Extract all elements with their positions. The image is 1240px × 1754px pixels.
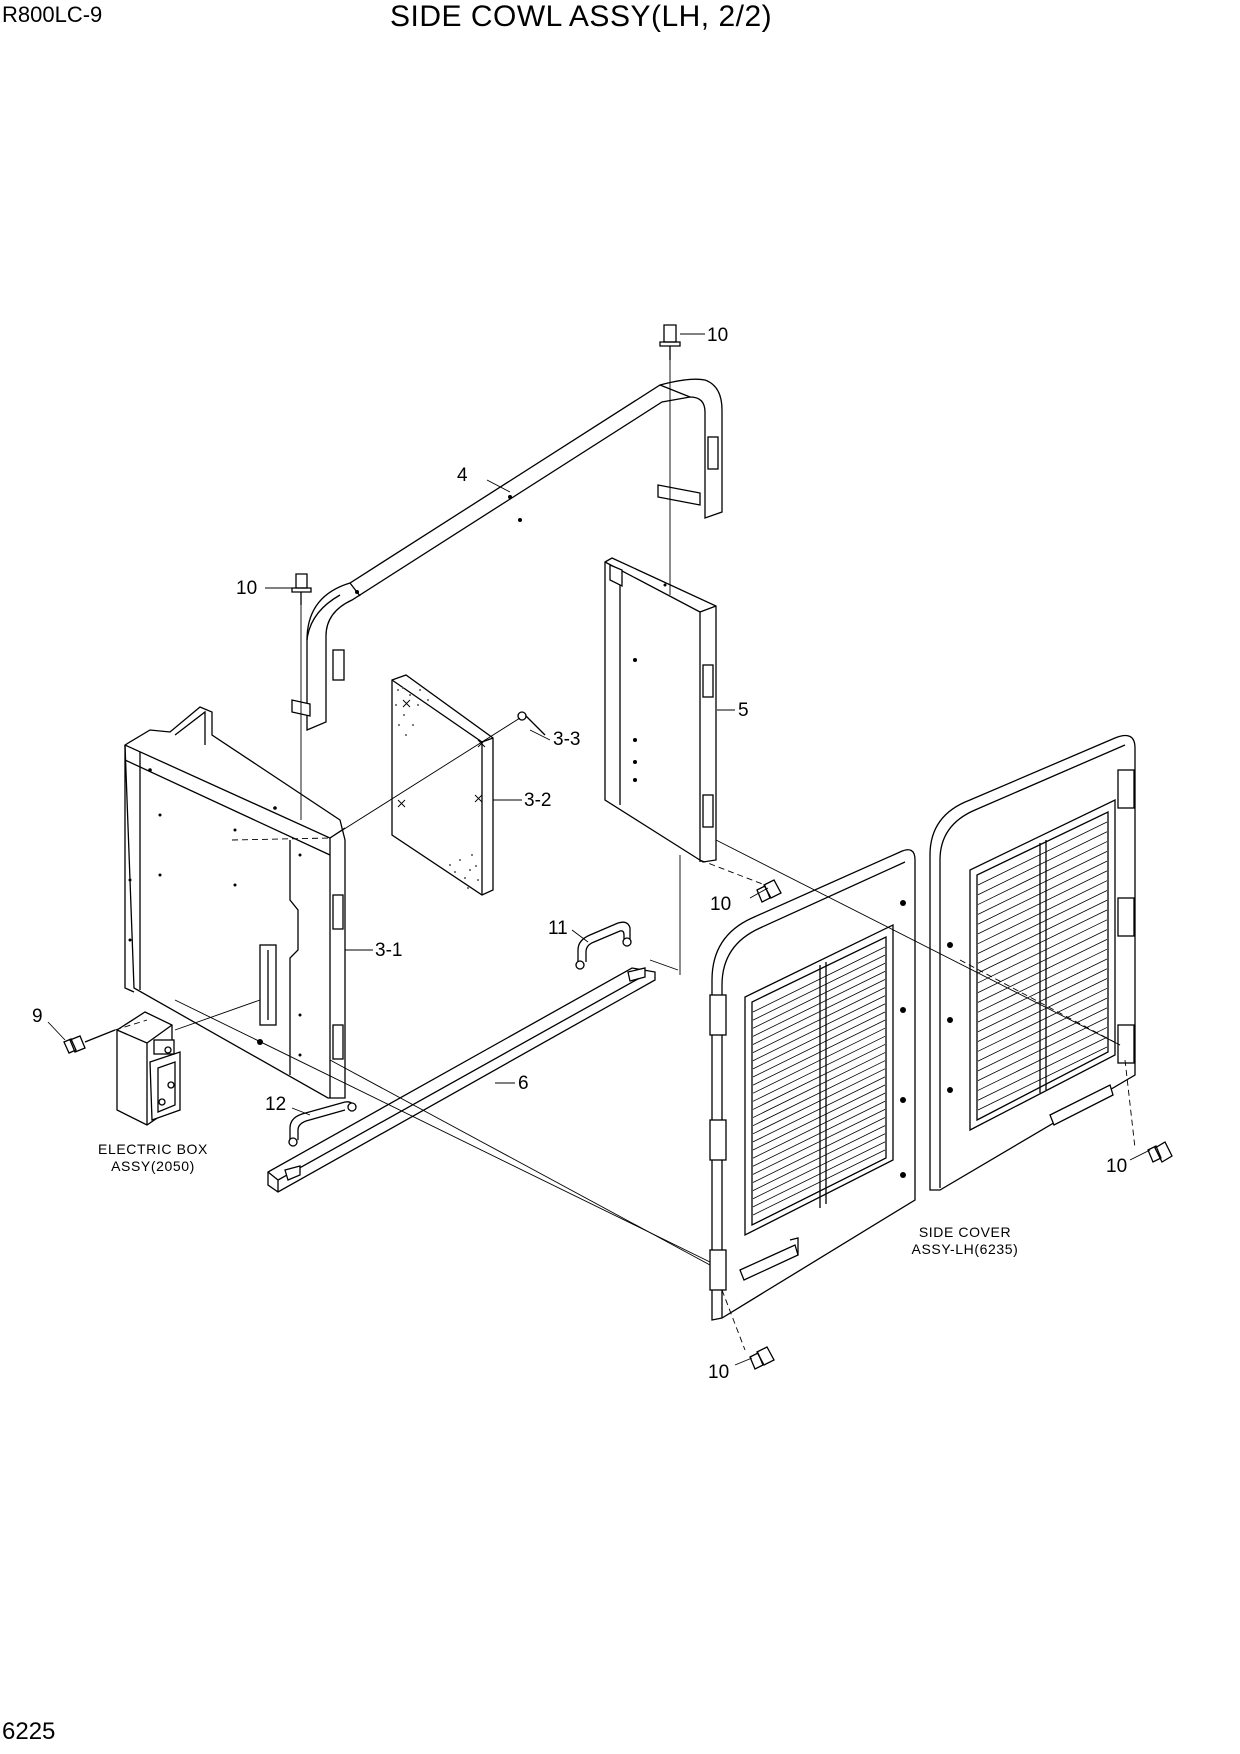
part-6-support-bar xyxy=(267,967,656,1193)
louver-slat xyxy=(752,971,886,1037)
electric-box xyxy=(114,1011,181,1126)
reference-labels: ELECTRIC BOX ASSY(2050) SIDE COVER ASSY-… xyxy=(98,1141,1018,1257)
bolt-10-left xyxy=(291,573,312,605)
part-3-3-bolt xyxy=(517,711,546,736)
page-number: 6225 xyxy=(2,1718,56,1745)
callout-3-3: 3-3 xyxy=(553,729,580,750)
louver-slat xyxy=(977,850,1108,915)
side-cover-label-line1: SIDE COVER xyxy=(919,1224,1011,1240)
louver-slat xyxy=(752,1027,886,1094)
louver-slat xyxy=(752,987,886,1053)
hinges-rear xyxy=(1117,769,1135,1064)
louver-slat xyxy=(752,1076,886,1143)
louver-slat xyxy=(977,899,1108,964)
louver-slat xyxy=(752,962,886,1029)
louver-slat xyxy=(977,968,1108,1033)
part-12-handle xyxy=(288,1101,357,1147)
callout-10-mid: 10 xyxy=(710,894,731,915)
louver-slat xyxy=(977,919,1108,984)
louver-slat xyxy=(977,948,1108,1013)
louver-slat xyxy=(977,1007,1108,1072)
louver-slat xyxy=(752,1044,886,1110)
louver-slat xyxy=(977,870,1108,935)
louver-slat xyxy=(977,958,1108,1023)
louver-slat xyxy=(977,821,1108,886)
louver-slat xyxy=(977,890,1108,954)
louver-slat xyxy=(752,1035,886,1102)
callout-6: 6 xyxy=(518,1073,529,1094)
side-cover-rear xyxy=(929,734,1136,1191)
louver-slat xyxy=(977,987,1108,1052)
louver-slat xyxy=(752,1149,886,1216)
louver-slat xyxy=(977,978,1108,1042)
electric-box-label-line2: ASSY(2050) xyxy=(111,1158,195,1174)
page-title: SIDE COWL ASSY(LH, 2/2) xyxy=(390,0,773,33)
louver-slat xyxy=(752,1019,886,1086)
part-3-2-insulation-pad xyxy=(391,674,494,896)
louver-slat xyxy=(752,1133,886,1200)
bolt-10-top xyxy=(659,324,681,360)
louver-slat xyxy=(752,1003,886,1070)
callout-11: 11 xyxy=(548,918,568,939)
side-cover-front xyxy=(709,849,916,1321)
louver-slat xyxy=(752,979,886,1045)
callout-10-left: 10 xyxy=(236,578,257,599)
louver-slat xyxy=(977,1036,1108,1101)
louver-slat xyxy=(752,1052,886,1118)
louver-slat xyxy=(752,1100,886,1167)
louver-slat xyxy=(977,860,1108,925)
louver-slat xyxy=(977,1046,1108,1111)
callout-labels: 10 4 10 5 3-3 3-2 10 11 3-1 9 6 12 10 10 xyxy=(32,325,1127,1383)
bolt-9 xyxy=(63,1029,116,1054)
louver-slat xyxy=(752,1125,886,1191)
louver-slat xyxy=(752,1011,886,1078)
callout-10-right: 10 xyxy=(1106,1156,1127,1177)
callout-4: 4 xyxy=(457,465,468,486)
bolt-10-right xyxy=(1147,1141,1173,1163)
louver-slat xyxy=(977,929,1108,993)
louver-slat xyxy=(752,1084,886,1151)
louver-slat xyxy=(977,831,1108,896)
electric-box-label-line1: ELECTRIC BOX xyxy=(98,1141,208,1157)
callout-10-bottom: 10 xyxy=(708,1362,729,1383)
callout-3-2: 3-2 xyxy=(524,790,551,811)
callout-9: 9 xyxy=(32,1006,43,1027)
side-cover-label-line2: ASSY-LH(6235) xyxy=(912,1241,1019,1257)
louver-slat xyxy=(977,841,1108,905)
part-5-bracket-panel xyxy=(604,557,717,863)
assembly-lines xyxy=(174,360,1136,1351)
part-11-handle xyxy=(575,921,632,970)
louver-slat xyxy=(977,939,1108,1003)
louver-slat xyxy=(752,954,886,1021)
hinges-front xyxy=(709,994,727,1291)
louver-slat xyxy=(752,1068,886,1135)
louver-slat xyxy=(752,1117,886,1183)
louver-slat xyxy=(977,997,1108,1062)
louver-slat xyxy=(752,946,886,1013)
bolt-10-bottom xyxy=(749,1346,775,1370)
callout-leaders xyxy=(47,333,1151,1366)
bolt-10-mid xyxy=(756,879,782,903)
part-4-top-frame xyxy=(291,378,723,731)
louver-slat xyxy=(752,1109,886,1175)
callout-10-top: 10 xyxy=(707,325,728,346)
callout-5: 5 xyxy=(738,700,749,721)
louver-slat xyxy=(977,1017,1108,1082)
louver-slat xyxy=(752,1141,886,1208)
louver-slat xyxy=(977,1027,1108,1091)
louver-slat xyxy=(752,1060,886,1127)
louver-slat xyxy=(752,1092,886,1159)
louver-slat xyxy=(977,909,1108,974)
model-code: R800LC-9 xyxy=(2,2,103,27)
louver-slat xyxy=(752,995,886,1062)
louver-slat xyxy=(977,880,1108,945)
callout-3-1: 3-1 xyxy=(375,940,402,961)
callout-12: 12 xyxy=(265,1094,286,1115)
